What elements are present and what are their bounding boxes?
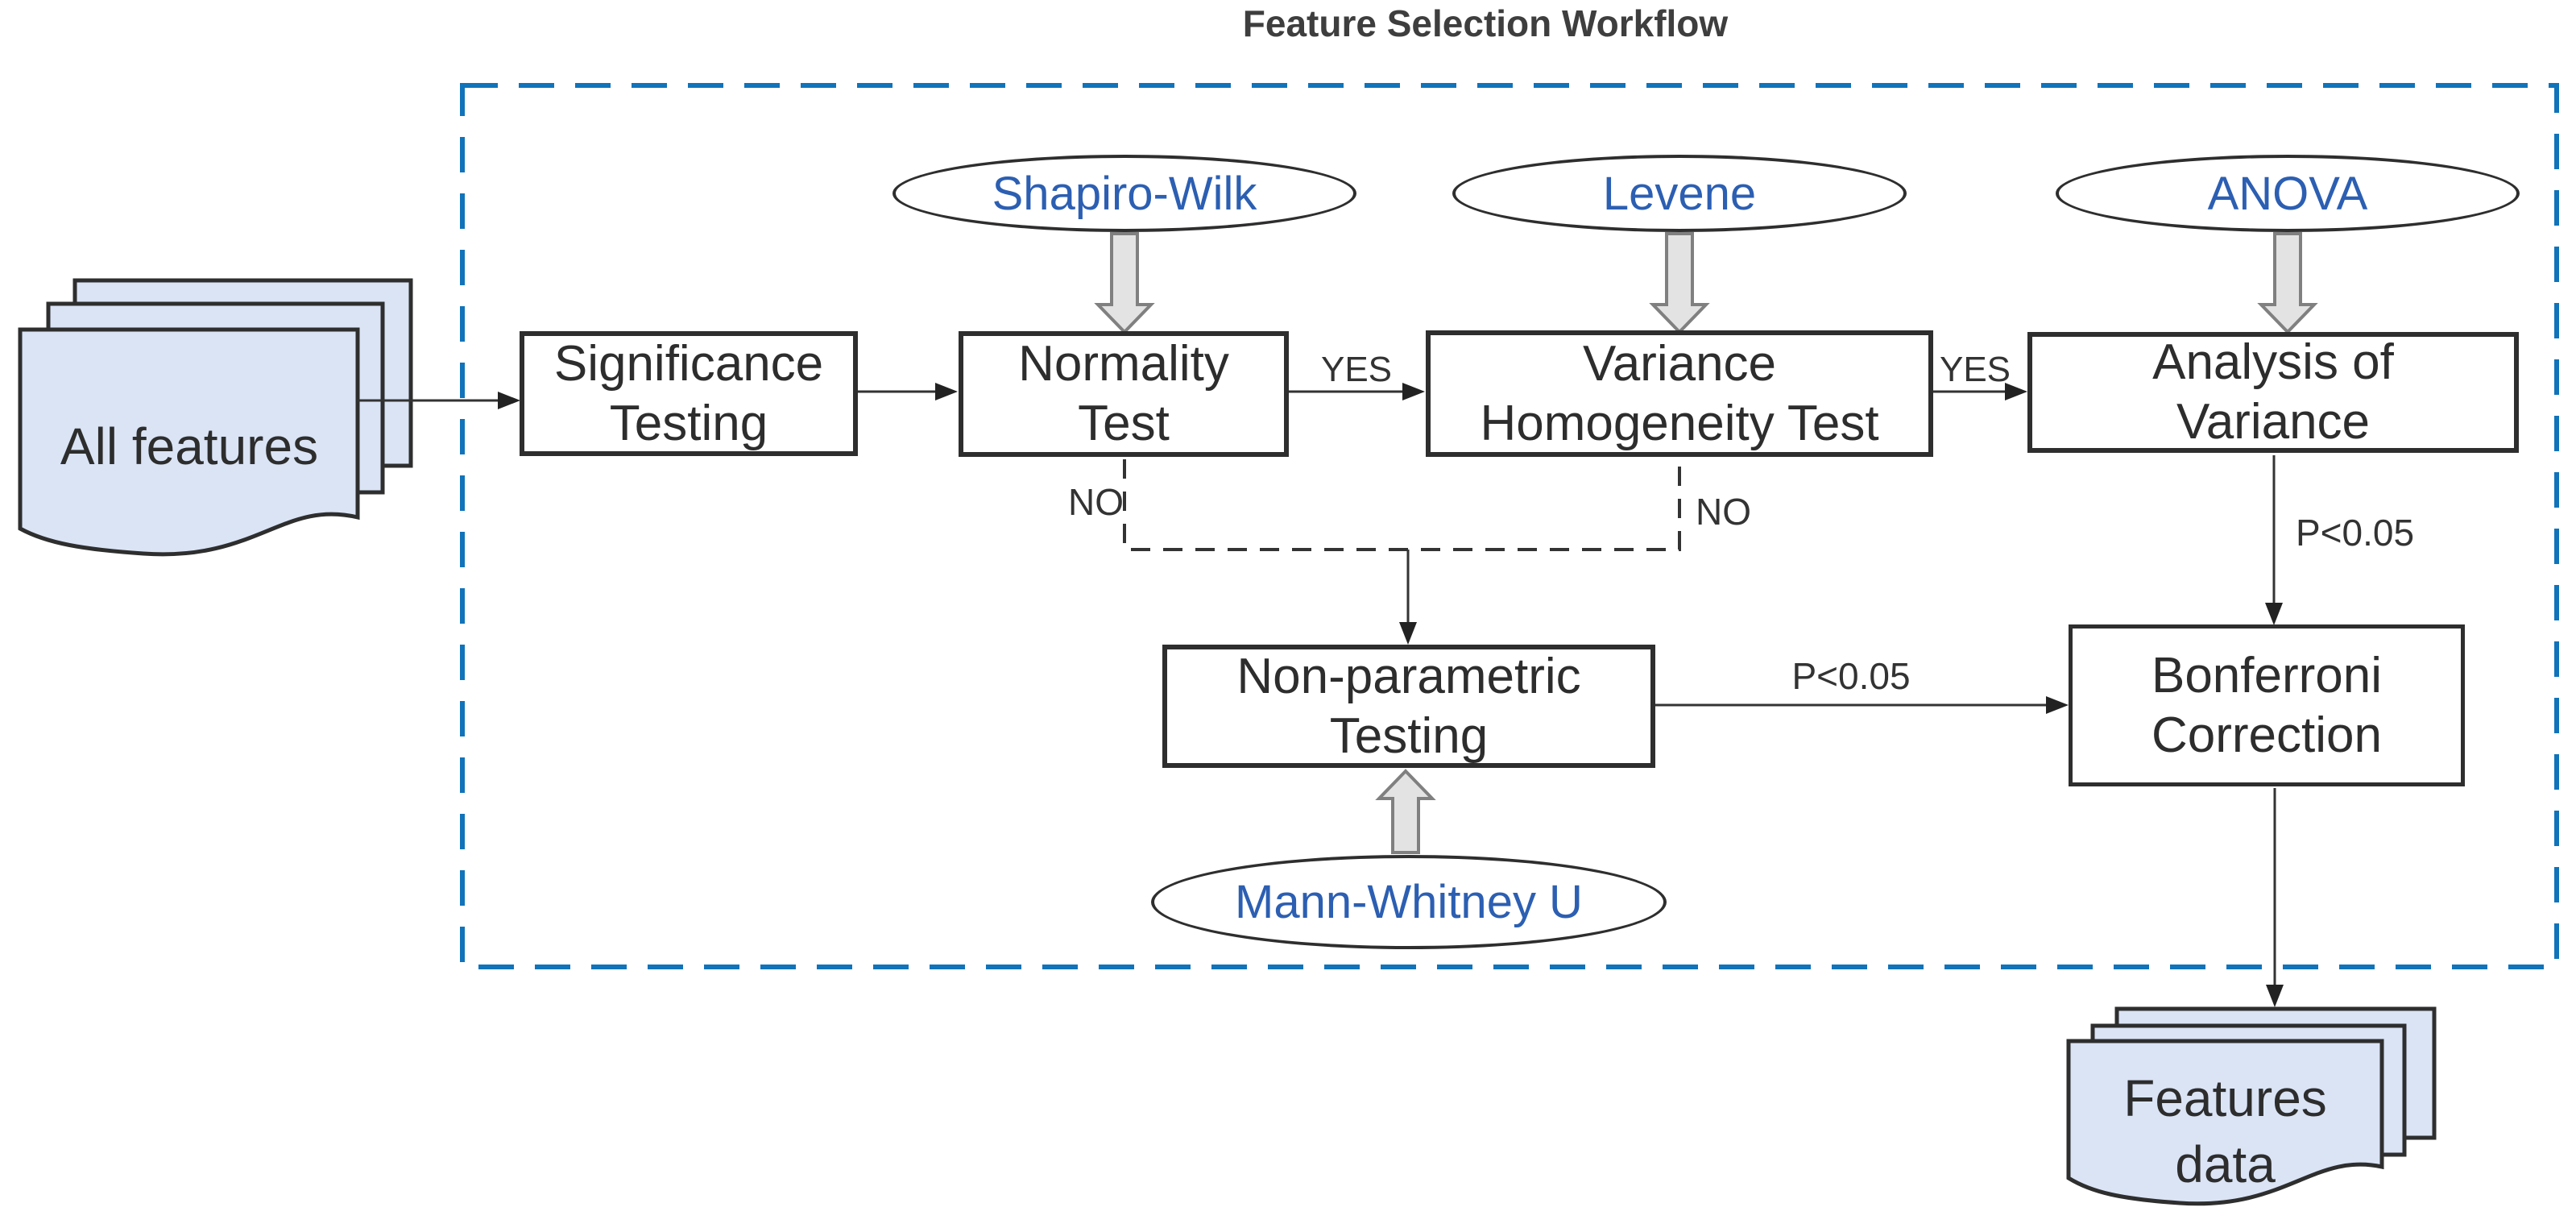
block-arrow-levene-icon xyxy=(1649,232,1710,334)
arrowhead xyxy=(2266,985,2284,1007)
method-label-shapiro-wilk: Shapiro-Wilk xyxy=(992,167,1257,220)
edge-label-p-nonparametric: P<0.05 xyxy=(1791,655,1911,697)
document-page-icon xyxy=(2066,1039,2384,1206)
method-label-levene: Levene xyxy=(1602,167,1757,220)
edge-label-no-normality: NO xyxy=(1068,481,1124,523)
arrowhead xyxy=(2265,603,2283,625)
method-ellipse-shapiro-wilk: Shapiro-Wilk xyxy=(892,155,1356,232)
method-ellipse-anova: ANOVA xyxy=(2056,155,2520,232)
edge-label-yes-normality: YES xyxy=(1320,350,1393,389)
flow-box-variance-homogeneity-test: Variance Homogeneity Test xyxy=(1426,330,1933,457)
arrowhead xyxy=(935,383,958,400)
document-page-icon xyxy=(18,327,360,557)
edge-label-p-anova: P<0.05 xyxy=(2296,512,2415,554)
document-label-features-data: Features data xyxy=(2123,1069,2327,1193)
arrowhead xyxy=(1399,622,1417,645)
flow-box-analysis-of-variance: Analysis of Variance xyxy=(2027,332,2519,453)
edge-label-yes-variance: YES xyxy=(1939,350,2011,389)
block-arrow-anova-icon xyxy=(2257,232,2318,334)
dashed-no-route xyxy=(1123,459,1681,551)
document-label-all-features: All features xyxy=(60,417,319,475)
document-all-features xyxy=(18,278,413,557)
block-arrow-shapiro-icon xyxy=(1094,232,1155,334)
method-label-mann-whitney-u: Mann-Whitney U xyxy=(1235,876,1583,928)
method-ellipse-mann-whitney-u: Mann-Whitney U xyxy=(1151,855,1667,949)
arrowhead xyxy=(498,392,520,409)
flow-box-bonferroni-correction: Bonferroni Correction xyxy=(2069,624,2465,786)
arrowhead xyxy=(2046,696,2069,714)
document-features-data xyxy=(2066,1006,2437,1206)
edge-label-no-variance: NO xyxy=(1696,491,1751,533)
flow-box-normality-test: Normality Test xyxy=(959,331,1289,457)
diagram-title: Feature Selection Workflow xyxy=(1242,2,1729,44)
flow-box-non-parametric-testing: Non-parametric Testing xyxy=(1162,645,1655,768)
block-arrow-mann-whitney-icon xyxy=(1375,769,1436,854)
method-ellipse-levene: Levene xyxy=(1452,155,1907,232)
arrowhead xyxy=(1402,383,1425,400)
method-label-anova: ANOVA xyxy=(2207,167,2368,220)
arrowhead xyxy=(2005,383,2027,400)
workflow-boundary xyxy=(460,83,2559,969)
flow-box-significance-testing: Significance Testing xyxy=(520,331,858,456)
